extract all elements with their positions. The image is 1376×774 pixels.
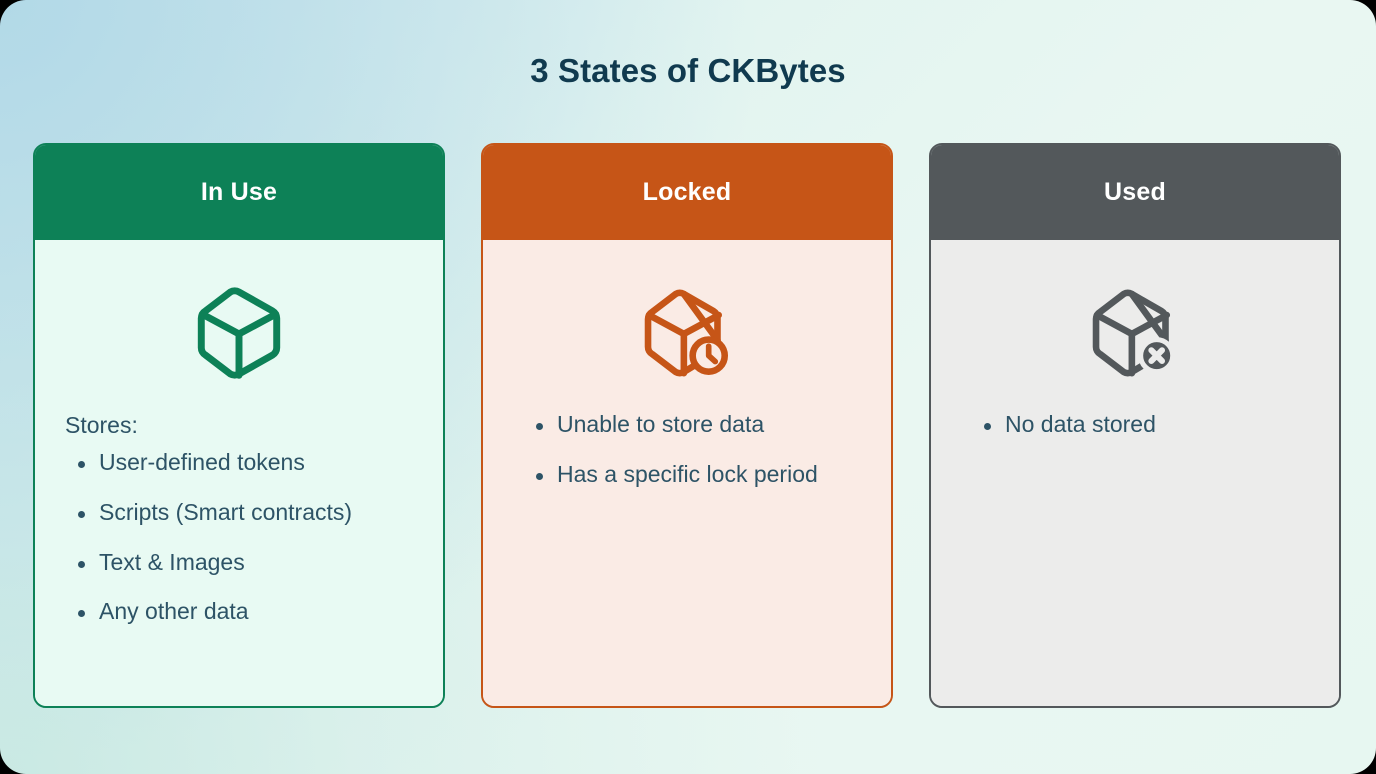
card-in-use-content: Stores: User-defined tokens Scripts (Sma… [35,412,443,649]
card-in-use-body: Stores: User-defined tokens Scripts (Sma… [35,240,443,706]
list-item: User-defined tokens [61,450,417,475]
card-locked: Locked Unable to store data [481,143,893,708]
card-locked-bullet-list: Unable to store data Has a specific lock… [509,412,865,487]
box-icon [196,286,282,385]
card-used-icon-wrap [931,286,1339,385]
card-in-use: In Use Stores: User-defined tokens Scrip… [33,143,445,708]
list-item: Text & Images [61,549,417,575]
card-in-use-bullet-list: User-defined tokens Scripts (Smart contr… [61,450,417,624]
list-item: Scripts (Smart contracts) [61,499,417,525]
card-used-header: Used [931,145,1339,240]
card-used-body: No data stored [931,240,1339,706]
page-title: 3 States of CKBytes [530,52,846,89]
card-in-use-header: In Use [35,145,443,240]
card-locked-body: Unable to store data Has a specific lock… [483,240,891,706]
list-item: Has a specific lock period [509,461,865,487]
card-used-bullet-list: No data stored [957,412,1313,437]
card-locked-title: Locked [642,178,732,206]
card-locked-header: Locked [483,145,891,240]
card-locked-icon-wrap [483,286,891,385]
box-x-icon [1091,286,1179,385]
card-used-title: Used [1104,178,1166,206]
box-clock-icon [643,286,731,385]
card-used: Used No data stored [929,143,1341,708]
card-in-use-title: In Use [200,178,278,206]
card-in-use-intro: Stores: [65,412,138,438]
card-used-content: No data stored [931,412,1339,462]
list-item: Any other data [61,599,417,624]
list-item: No data stored [957,412,1313,437]
card-in-use-icon-wrap [35,286,443,385]
list-item: Unable to store data [509,412,865,437]
card-locked-content: Unable to store data Has a specific lock… [483,412,891,512]
